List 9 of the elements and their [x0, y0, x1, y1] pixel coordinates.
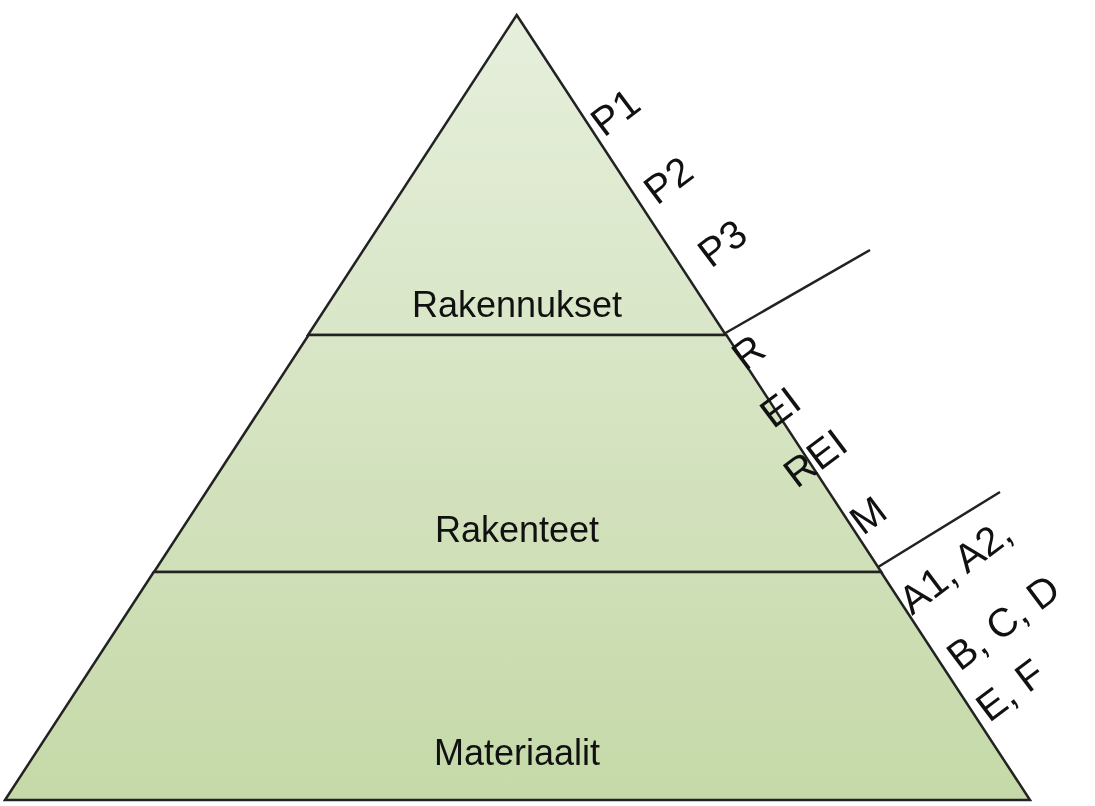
classification-label: P3 — [690, 212, 754, 274]
classification-label: P1 — [583, 81, 647, 143]
classification-label: M — [842, 489, 894, 541]
classification-label: P2 — [636, 149, 700, 211]
classification-label: EI — [752, 379, 808, 435]
level-label: Materiaalit — [433, 732, 601, 774]
level-label: Rakennukset — [411, 284, 623, 326]
classification-label: R — [724, 327, 772, 377]
level-label: Rakenteet — [434, 509, 600, 551]
